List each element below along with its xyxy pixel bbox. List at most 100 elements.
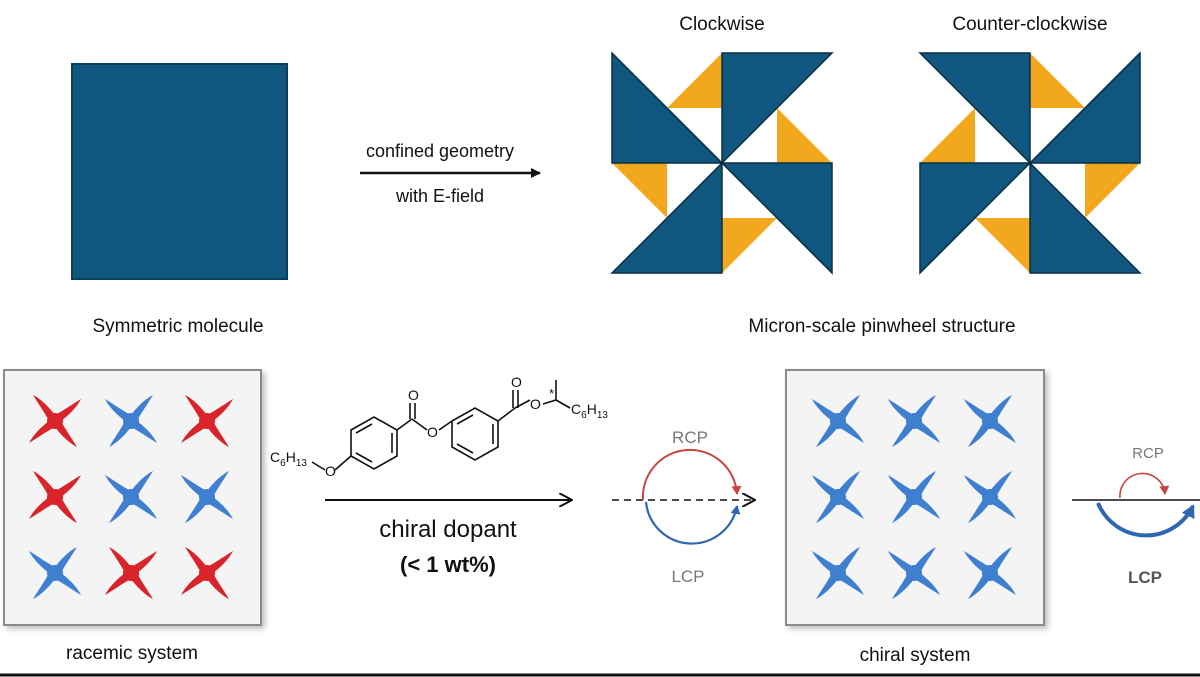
molecule-core: [906, 489, 922, 505]
molecule-blade: [892, 573, 914, 599]
molecule-blade: [207, 399, 233, 421]
molecule-core: [906, 565, 922, 581]
bond-ring-o-left: [334, 455, 352, 471]
chiral-molecule: [888, 471, 940, 523]
molecule-core: [47, 489, 63, 505]
chiral-molecule: [29, 471, 81, 523]
molecule-blade: [888, 551, 914, 573]
molecule-blade: [990, 421, 1016, 443]
molecule-blade: [55, 573, 81, 595]
molecule-blade: [131, 395, 153, 421]
molecule-blade: [838, 573, 864, 595]
chiral-molecule: [105, 547, 157, 599]
chiral-molecule: [964, 547, 1016, 599]
molecule-blade: [55, 475, 81, 497]
arrow-label-top: confined geometry: [366, 141, 514, 161]
chiral-molecule: [181, 471, 233, 523]
molecule-blade: [29, 551, 55, 573]
molecule-blade: [990, 497, 1016, 519]
molecule-blade: [892, 497, 914, 523]
molecule-blade: [816, 421, 838, 447]
molecule-blade: [185, 395, 207, 421]
pinwheel-blade-4: [720, 162, 833, 275]
molecule-blade: [105, 475, 131, 497]
symmetric-molecule-square: [71, 63, 288, 280]
bond-chiral-chain: [555, 399, 571, 409]
molecule-blade: [914, 573, 940, 595]
benzene-ring-right: [451, 407, 499, 461]
molecule-core: [47, 413, 63, 429]
molecule-blade: [816, 573, 838, 599]
molecule-blade: [914, 497, 940, 519]
molecule-core: [830, 413, 846, 429]
molecule-blade: [990, 573, 1016, 595]
molecule-blade: [968, 497, 990, 523]
molecule-blade: [131, 573, 153, 599]
dopant-amount-label: (< 1 wt%): [400, 552, 496, 577]
molecule-blade: [207, 551, 233, 573]
molecule-blade: [131, 551, 157, 573]
bond-o-chiral-c: [542, 399, 557, 405]
benzene-ring-left: [350, 416, 398, 470]
ccw-blade-3: [1029, 161, 1142, 274]
racemic-grid: [29, 395, 233, 599]
clockwise-pinwheel: [610, 51, 834, 275]
molecule-blade: [816, 497, 838, 523]
molecule-blade: [29, 497, 55, 519]
molecule-blade: [838, 395, 860, 421]
molecule-blade: [55, 421, 77, 447]
molecule-blade: [33, 471, 55, 497]
pinwheel-blade-1: [611, 51, 724, 164]
molecule-blade: [968, 573, 990, 599]
symmetric-molecule-label: Symmetric molecule: [92, 316, 263, 337]
molecule-blade: [964, 399, 990, 421]
bond-carbonyl-right-o: [514, 399, 531, 409]
pinwheel-blade-3: [721, 52, 834, 165]
molecule-core: [906, 413, 922, 429]
bond-carbonyl-ester-o: [411, 418, 428, 431]
molecule-blade: [838, 497, 864, 519]
lcp-arc-right: [1096, 502, 1195, 538]
arrow-label-bottom: with E-field: [395, 186, 484, 206]
chiral-dopant-label: chiral dopant: [379, 516, 517, 543]
chain-right-label: C6H13: [571, 401, 608, 421]
ccw-blade-2: [1028, 51, 1141, 164]
molecule-blade: [990, 547, 1012, 573]
molecule-blade: [131, 497, 157, 519]
molecule-blade: [964, 475, 990, 497]
chiral-molecule: [181, 547, 233, 599]
molecule-core: [199, 565, 215, 581]
molecule-blade: [55, 497, 77, 523]
chiral-molecule: [29, 547, 81, 599]
molecule-blade: [181, 421, 207, 443]
molecule-blade: [914, 471, 936, 497]
atom-o-left: O: [325, 463, 336, 479]
chiral-dopant-structure: [311, 380, 571, 471]
molecule-blade: [812, 551, 838, 573]
chiral-system-label: chiral system: [860, 645, 971, 666]
molecule-core: [982, 413, 998, 429]
molecule-blade: [33, 395, 55, 421]
molecule-blade: [105, 399, 131, 421]
ccw-blade-4: [919, 162, 1032, 275]
molecule-blade: [990, 471, 1012, 497]
molecule-blade: [55, 399, 81, 421]
pinwheel-structure-label: Micron-scale pinwheel structure: [748, 316, 1015, 337]
chiral-molecule: [181, 395, 233, 447]
molecule-blade: [207, 421, 229, 447]
molecule-blade: [838, 421, 864, 443]
molecule-blade: [131, 471, 153, 497]
molecule-core: [982, 565, 998, 581]
molecule-blade: [888, 475, 914, 497]
molecule-core: [982, 489, 998, 505]
molecule-blade: [914, 421, 940, 443]
rcp-arc-middle: [641, 448, 742, 501]
ring-left-inner-3: [355, 452, 373, 463]
molecule-blade: [968, 421, 990, 447]
chiral-molecule: [29, 395, 81, 447]
chiral-molecule: [105, 395, 157, 447]
chiral-molecule: [964, 395, 1016, 447]
molecule-blade: [109, 421, 131, 447]
molecule-core: [123, 413, 139, 429]
